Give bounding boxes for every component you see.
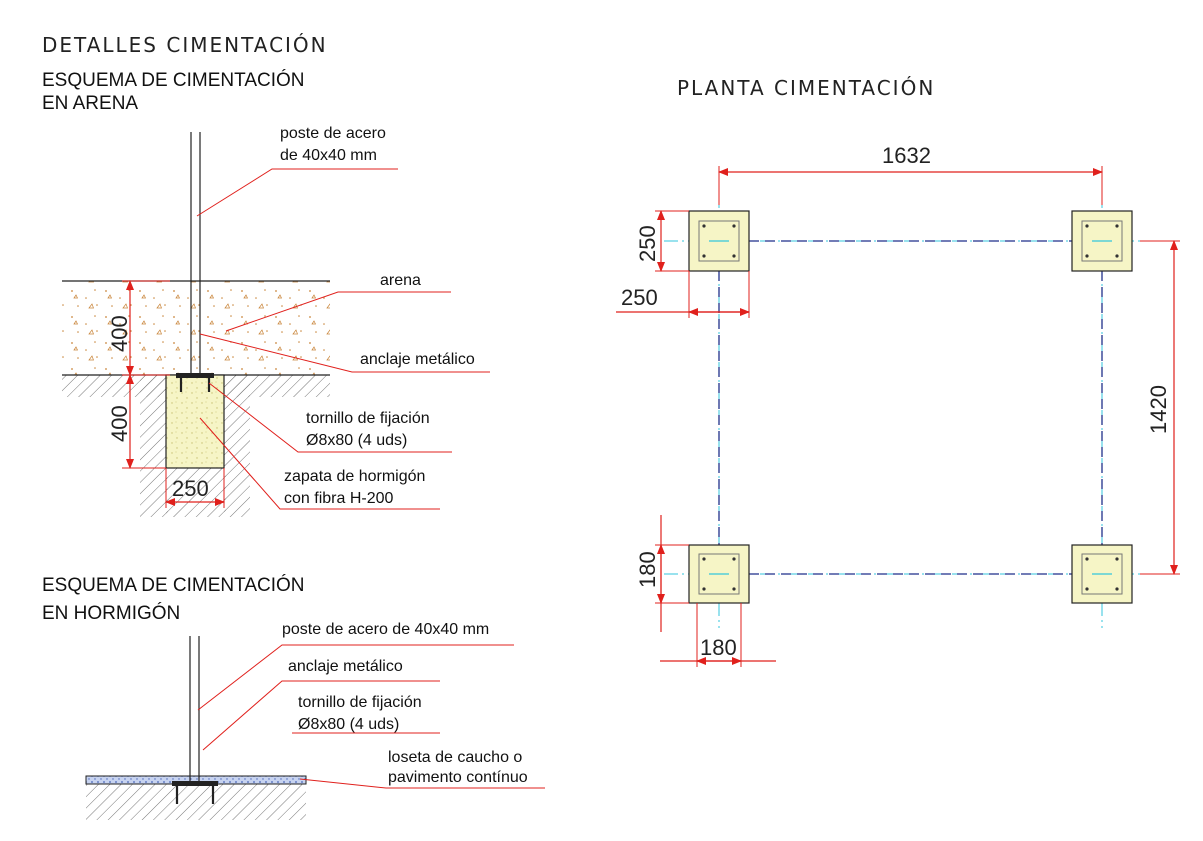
sand-label-footing-line2: con fibra H-200 xyxy=(284,490,393,507)
footing-bottom-left xyxy=(688,544,750,604)
concrete-label-anchor: anclaje metálico xyxy=(288,658,403,675)
plan-title: PLANTA CIMENTACIÓN xyxy=(677,76,935,100)
concrete-label-post: poste de acero de 40x40 mm xyxy=(282,621,489,638)
concrete-heading-line2: EN HORMIGÓN xyxy=(42,602,180,624)
sand-label-post-line2: de 40x40 mm xyxy=(280,147,377,164)
dim-sand-depth: 400 xyxy=(107,315,132,352)
soil-hatch-left xyxy=(140,375,168,517)
leader-footing xyxy=(199,417,440,510)
sand-label-screw-line1: tornillo de fijación xyxy=(306,410,430,427)
dim-conc-footing-h: 180 xyxy=(635,551,660,588)
dim-footing-width: 250 xyxy=(172,476,209,501)
sand-heading-line1: ESQUEMA DE CIMENTACIÓN xyxy=(42,69,305,91)
concrete-label-tile-line1: loseta de caucho o xyxy=(388,749,522,766)
sand-label-anchor: anclaje metálico xyxy=(360,351,475,368)
dim-conc-footing-w: 180 xyxy=(700,635,737,660)
concrete-section: ESQUEMA DE CIMENTACIÓN EN HORMIGÓN poste… xyxy=(42,574,545,820)
concrete-slab-hatch xyxy=(86,784,306,820)
leader-screw xyxy=(208,382,452,453)
sand-label-footing-line1: zapata de hormigón xyxy=(284,468,425,485)
sand-section: ESQUEMA DE CIMENTACIÓN EN ARENA 400 400 … xyxy=(42,69,490,517)
concrete-label-screw-line2: Ø8x80 (4 uds) xyxy=(298,716,399,733)
concrete-heading-line1: ESQUEMA DE CIMENTACIÓN xyxy=(42,574,305,596)
sand-label-screw-line2: Ø8x80 (4 uds) xyxy=(306,432,407,449)
soil-hatch-bottom xyxy=(166,468,226,517)
leader-tile xyxy=(299,778,545,789)
soil-hatch-right xyxy=(224,375,250,517)
dim-span-x: 1632 xyxy=(882,143,931,168)
dim-sand-footing-h: 250 xyxy=(635,225,660,262)
leader-anchor xyxy=(199,333,490,373)
concrete-label-screw-line1: tornillo de fijación xyxy=(298,694,422,711)
sand-label-sand: arena xyxy=(380,272,421,289)
anchor-plate-2 xyxy=(172,781,218,786)
leader-post xyxy=(196,168,398,217)
anchor-plate xyxy=(176,373,214,378)
concrete-footing xyxy=(165,374,225,469)
dim-footing-depth: 400 xyxy=(107,405,132,442)
sand-label-post-line1: poste de acero xyxy=(280,125,386,142)
dim-sand-footing-w: 250 xyxy=(621,285,658,310)
sand-layer xyxy=(62,281,330,375)
leader-sand xyxy=(225,291,451,332)
dim-span-y: 1420 xyxy=(1146,385,1171,434)
leader-anchor-2 xyxy=(202,680,440,751)
main-title: DETALLES CIMENTACIÓN xyxy=(42,33,328,57)
sand-heading-line2: EN ARENA xyxy=(42,93,138,114)
concrete-label-tile-line2: pavimento contínuo xyxy=(388,769,528,786)
plan-view: 1632 1420 250 250 180 180 xyxy=(616,143,1180,667)
leader-post-2 xyxy=(197,644,514,711)
